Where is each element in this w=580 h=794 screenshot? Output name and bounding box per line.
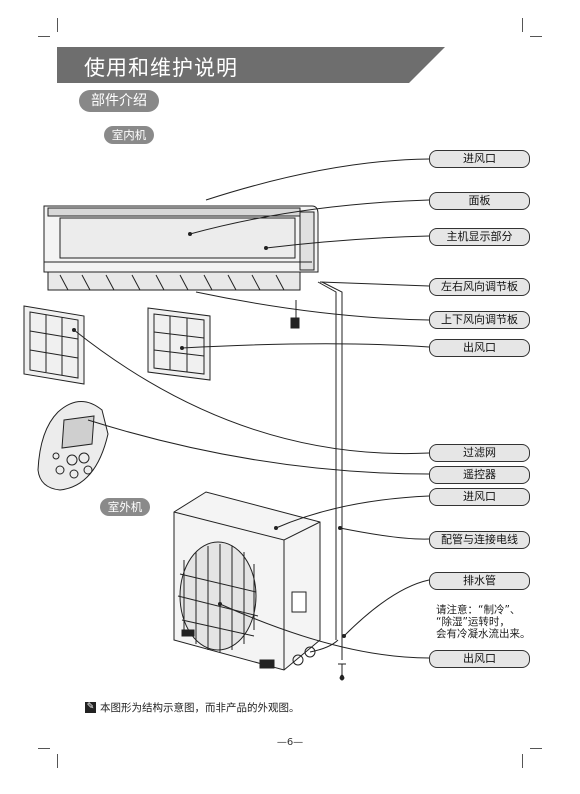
crop-mark-bottom-left-v xyxy=(57,754,58,768)
label-ud-louver: 上下风向调节板 xyxy=(429,311,530,329)
page-number: —6— xyxy=(276,737,304,748)
label-air-outlet-indoor: 出风口 xyxy=(429,339,530,357)
title-banner xyxy=(57,47,445,83)
crop-mark-top-left-h xyxy=(38,36,50,37)
label-lr-louver: 左右风向调节板 xyxy=(429,278,530,296)
pencil-icon: ✎ xyxy=(85,702,96,713)
indoor-unit-label: 室内机 xyxy=(104,126,154,144)
label-remote: 遥控器 xyxy=(429,466,530,484)
label-panel: 面板 xyxy=(429,192,530,210)
label-air-outlet-outdoor: 出风口 xyxy=(429,650,530,668)
page-title: 使用和维护说明 xyxy=(84,56,238,80)
note-line-3: 会有冷凝水流出来。 xyxy=(436,628,531,640)
section-heading: 部件介绍 xyxy=(79,90,159,112)
footnote: ✎ 本图形为结构示意图，而非产品的外观图。 xyxy=(85,700,300,715)
crop-mark-top-left-v xyxy=(57,18,58,32)
note-line-2: “除湿”运转时， xyxy=(436,616,510,628)
label-display: 主机显示部分 xyxy=(429,228,530,246)
outdoor-unit-label: 室外机 xyxy=(100,498,150,516)
crop-mark-top-right-v xyxy=(522,18,523,32)
label-air-inlet-indoor: 进风口 xyxy=(429,150,530,168)
label-piping: 配管与连接电线 xyxy=(429,531,530,549)
note-line-1: 请注意：“制冷”、 xyxy=(436,604,521,616)
crop-mark-bottom-right-h xyxy=(530,748,542,749)
crop-mark-bottom-right-v xyxy=(522,754,523,768)
footnote-text: 本图形为结构示意图，而非产品的外观图。 xyxy=(100,702,300,714)
label-air-inlet-outdoor: 进风口 xyxy=(429,488,530,506)
label-drain: 排水管 xyxy=(429,572,530,590)
crop-mark-top-right-h xyxy=(530,36,542,37)
crop-mark-bottom-left-h xyxy=(38,748,50,749)
condensate-note: 请注意：“制冷”、 “除湿”运转时， 会有冷凝水流出来。 xyxy=(436,604,576,640)
label-filter: 过滤网 xyxy=(429,444,530,462)
